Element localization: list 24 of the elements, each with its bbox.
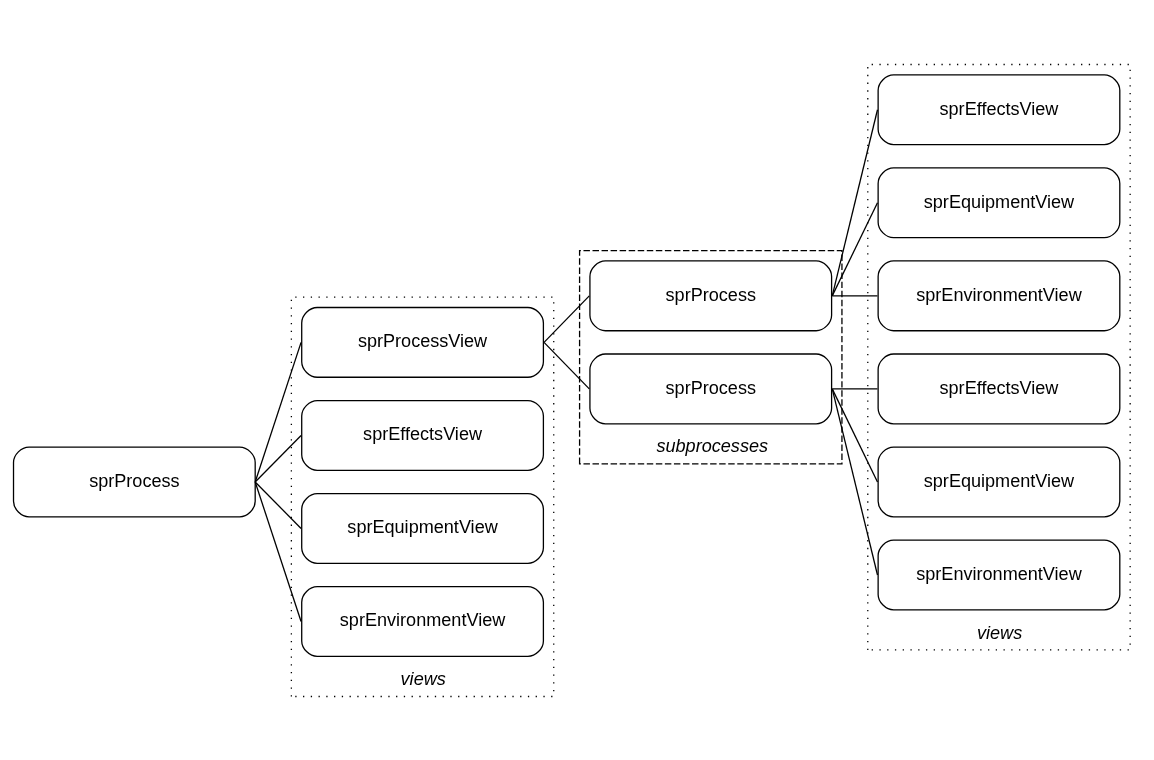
connector — [831, 201, 879, 296]
connector — [254, 480, 302, 622]
node-box: sprProcess — [589, 352, 833, 424]
node-box: sprEnvironmentView — [877, 259, 1121, 331]
connector — [543, 341, 590, 390]
node-box: sprEquipmentView — [877, 166, 1121, 238]
node-box: sprEnvironmentView — [877, 538, 1121, 611]
connector — [831, 387, 879, 576]
node-box: sprProcess — [12, 445, 256, 517]
connector — [254, 480, 302, 529]
node-box: sprEffectsView — [301, 399, 545, 471]
connector — [831, 294, 879, 296]
node-box: sprProcess — [589, 259, 833, 331]
node-box: sprProcessView — [301, 306, 545, 378]
connector — [254, 341, 302, 483]
node-box: sprEffectsView — [877, 73, 1121, 145]
node-box: sprEquipmentView — [301, 492, 545, 564]
node-box: sprEffectsView — [877, 352, 1121, 424]
node-box: sprEquipmentView — [877, 445, 1121, 517]
connector — [831, 387, 879, 390]
connector — [831, 108, 879, 296]
connector — [831, 387, 879, 483]
node-box: sprEnvironmentView — [301, 585, 545, 657]
connector — [543, 294, 590, 343]
